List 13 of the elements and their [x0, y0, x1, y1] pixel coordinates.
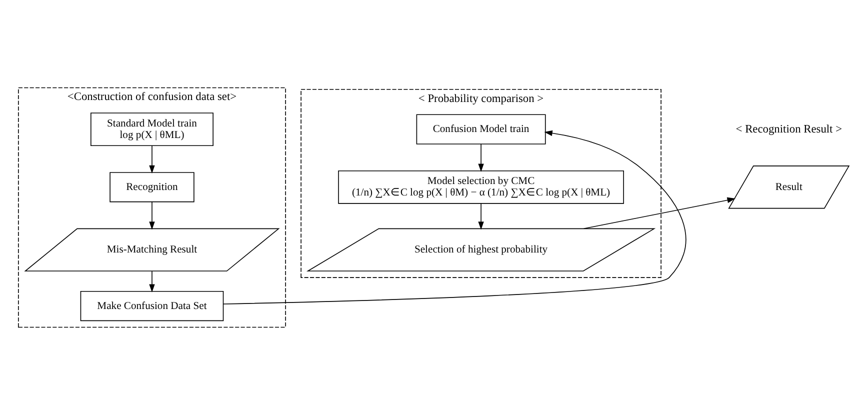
- arrow: [478, 144, 484, 172]
- arrow: [149, 270, 155, 292]
- node-box: Confusion Model train: [416, 114, 546, 144]
- arrow: [149, 201, 155, 230]
- node-box: Make Confusion Data Set: [80, 290, 224, 322]
- node-box: Recognition: [110, 172, 194, 202]
- arrow: [149, 145, 155, 174]
- node-box: Model selection by CMC (1/n) ∑X∈C log p(X | θM) − α (1/n) ∑X∈C log p(X | θML): [338, 170, 624, 204]
- arrow: [222, 130, 686, 304]
- node-box: Standard Model train log p(X | θML): [90, 112, 214, 146]
- label: < Recognition Result >: [736, 123, 842, 136]
- arrow: [478, 203, 484, 230]
- arrow: [583, 197, 736, 230]
